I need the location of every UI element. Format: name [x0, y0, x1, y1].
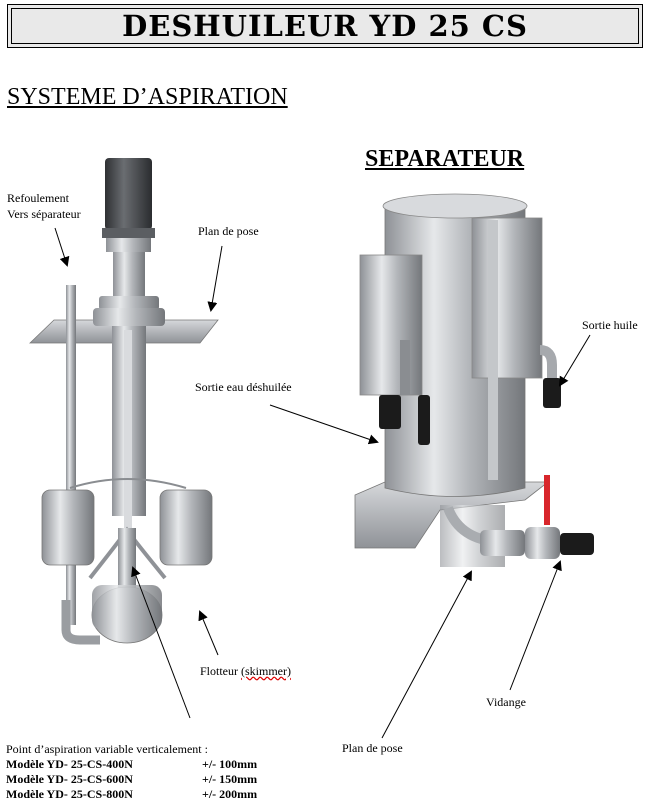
document-title: DESHUILEUR YD 25 CS — [11, 8, 639, 44]
model-row: Modèle YD- 25-CS-600N +/- 150mm — [6, 772, 398, 787]
aspiration-note: Point d’aspiration variable verticalemen… — [6, 742, 208, 756]
title-box: DESHUILEUR YD 25 CS — [7, 4, 643, 48]
annotation-arrows — [54, 227, 591, 739]
label-sortie-huile: Sortie huile — [582, 318, 638, 332]
label-plan-de-pose-top: Plan de pose — [198, 224, 259, 238]
model-name: Modèle YD- 25-CS-600N — [6, 772, 133, 786]
model-range: +/- 200mm — [202, 787, 258, 801]
label-vidange: Vidange — [486, 695, 526, 709]
heading-aspiration: SYSTEME D’ASPIRATION — [7, 84, 288, 110]
heading-separateur: SEPARATEUR — [365, 146, 525, 172]
model-range: +/- 150mm — [202, 772, 258, 786]
separator-illustration — [354, 193, 594, 567]
model-row: Modèle YD- 25-CS-400N +/- 100mm — [6, 757, 398, 772]
label-flotteur-text: Flotteur — [200, 664, 238, 678]
model-name: Modèle YD- 25-CS-800N — [6, 787, 133, 801]
pump-illustration — [29, 158, 219, 645]
label-skimmer: (skimmer) — [241, 664, 291, 678]
label-flotteur: Flotteur (skimmer) — [200, 664, 291, 679]
models-block: Point d’aspiration variable verticalemen… — [6, 742, 398, 802]
label-vers-separateur: Vers séparateur — [7, 207, 81, 221]
model-name: Modèle YD- 25-CS-400N — [6, 757, 133, 771]
label-sortie-eau: Sortie eau déshuilée — [195, 380, 292, 394]
label-refoulement: Refoulement — [7, 191, 69, 205]
label-plan-de-pose-bottom: Plan de pose — [342, 741, 403, 755]
model-range: +/- 100mm — [202, 757, 258, 771]
model-row: Modèle YD- 25-CS-800N +/- 200mm — [6, 787, 398, 802]
